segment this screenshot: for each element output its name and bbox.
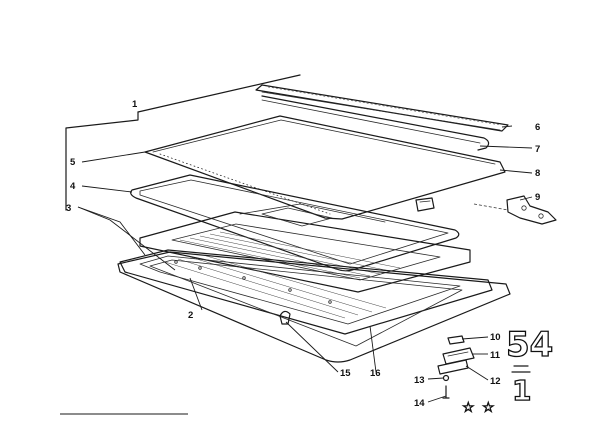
callout-6: 6 [535, 122, 540, 133]
part-latch-cluster [437, 335, 475, 399]
callout-4: 4 [70, 181, 76, 192]
part-top-rail [255, 84, 509, 132]
part-clip [415, 197, 435, 212]
part-frame-seal [130, 174, 460, 272]
assembly-bracket [65, 74, 301, 211]
callout-11: 11 [490, 350, 501, 361]
callout-16: 16 [370, 368, 381, 379]
leader-lines [77, 125, 533, 403]
part-inner-frame [139, 203, 471, 293]
callout-5: 5 [70, 157, 76, 168]
part-base-frame [119, 249, 493, 335]
part-hinge-bracket [473, 195, 557, 225]
callout-7: 7 [535, 144, 540, 155]
callout-9: 9 [535, 192, 540, 203]
star-icon: ☆ [462, 400, 475, 416]
variant-mark-box: 1 [511, 365, 532, 408]
variant-mark: 1 [512, 374, 531, 407]
callout-14: 14 [414, 398, 425, 409]
callout-15: 15 [340, 368, 351, 379]
star-icon: ☆ [482, 400, 495, 416]
callout-2: 2 [188, 310, 193, 321]
callout-8: 8 [535, 168, 540, 179]
callout-13: 13 [414, 375, 425, 386]
group-number-stamp: 54 [506, 325, 553, 365]
callout-3: 3 [66, 203, 71, 214]
callout-10: 10 [490, 332, 501, 343]
callout-12: 12 [490, 376, 501, 387]
part-seal-strip [261, 95, 490, 151]
callout-1: 1 [132, 99, 138, 110]
part-knob [279, 310, 291, 325]
part-roof-panel [144, 115, 506, 220]
